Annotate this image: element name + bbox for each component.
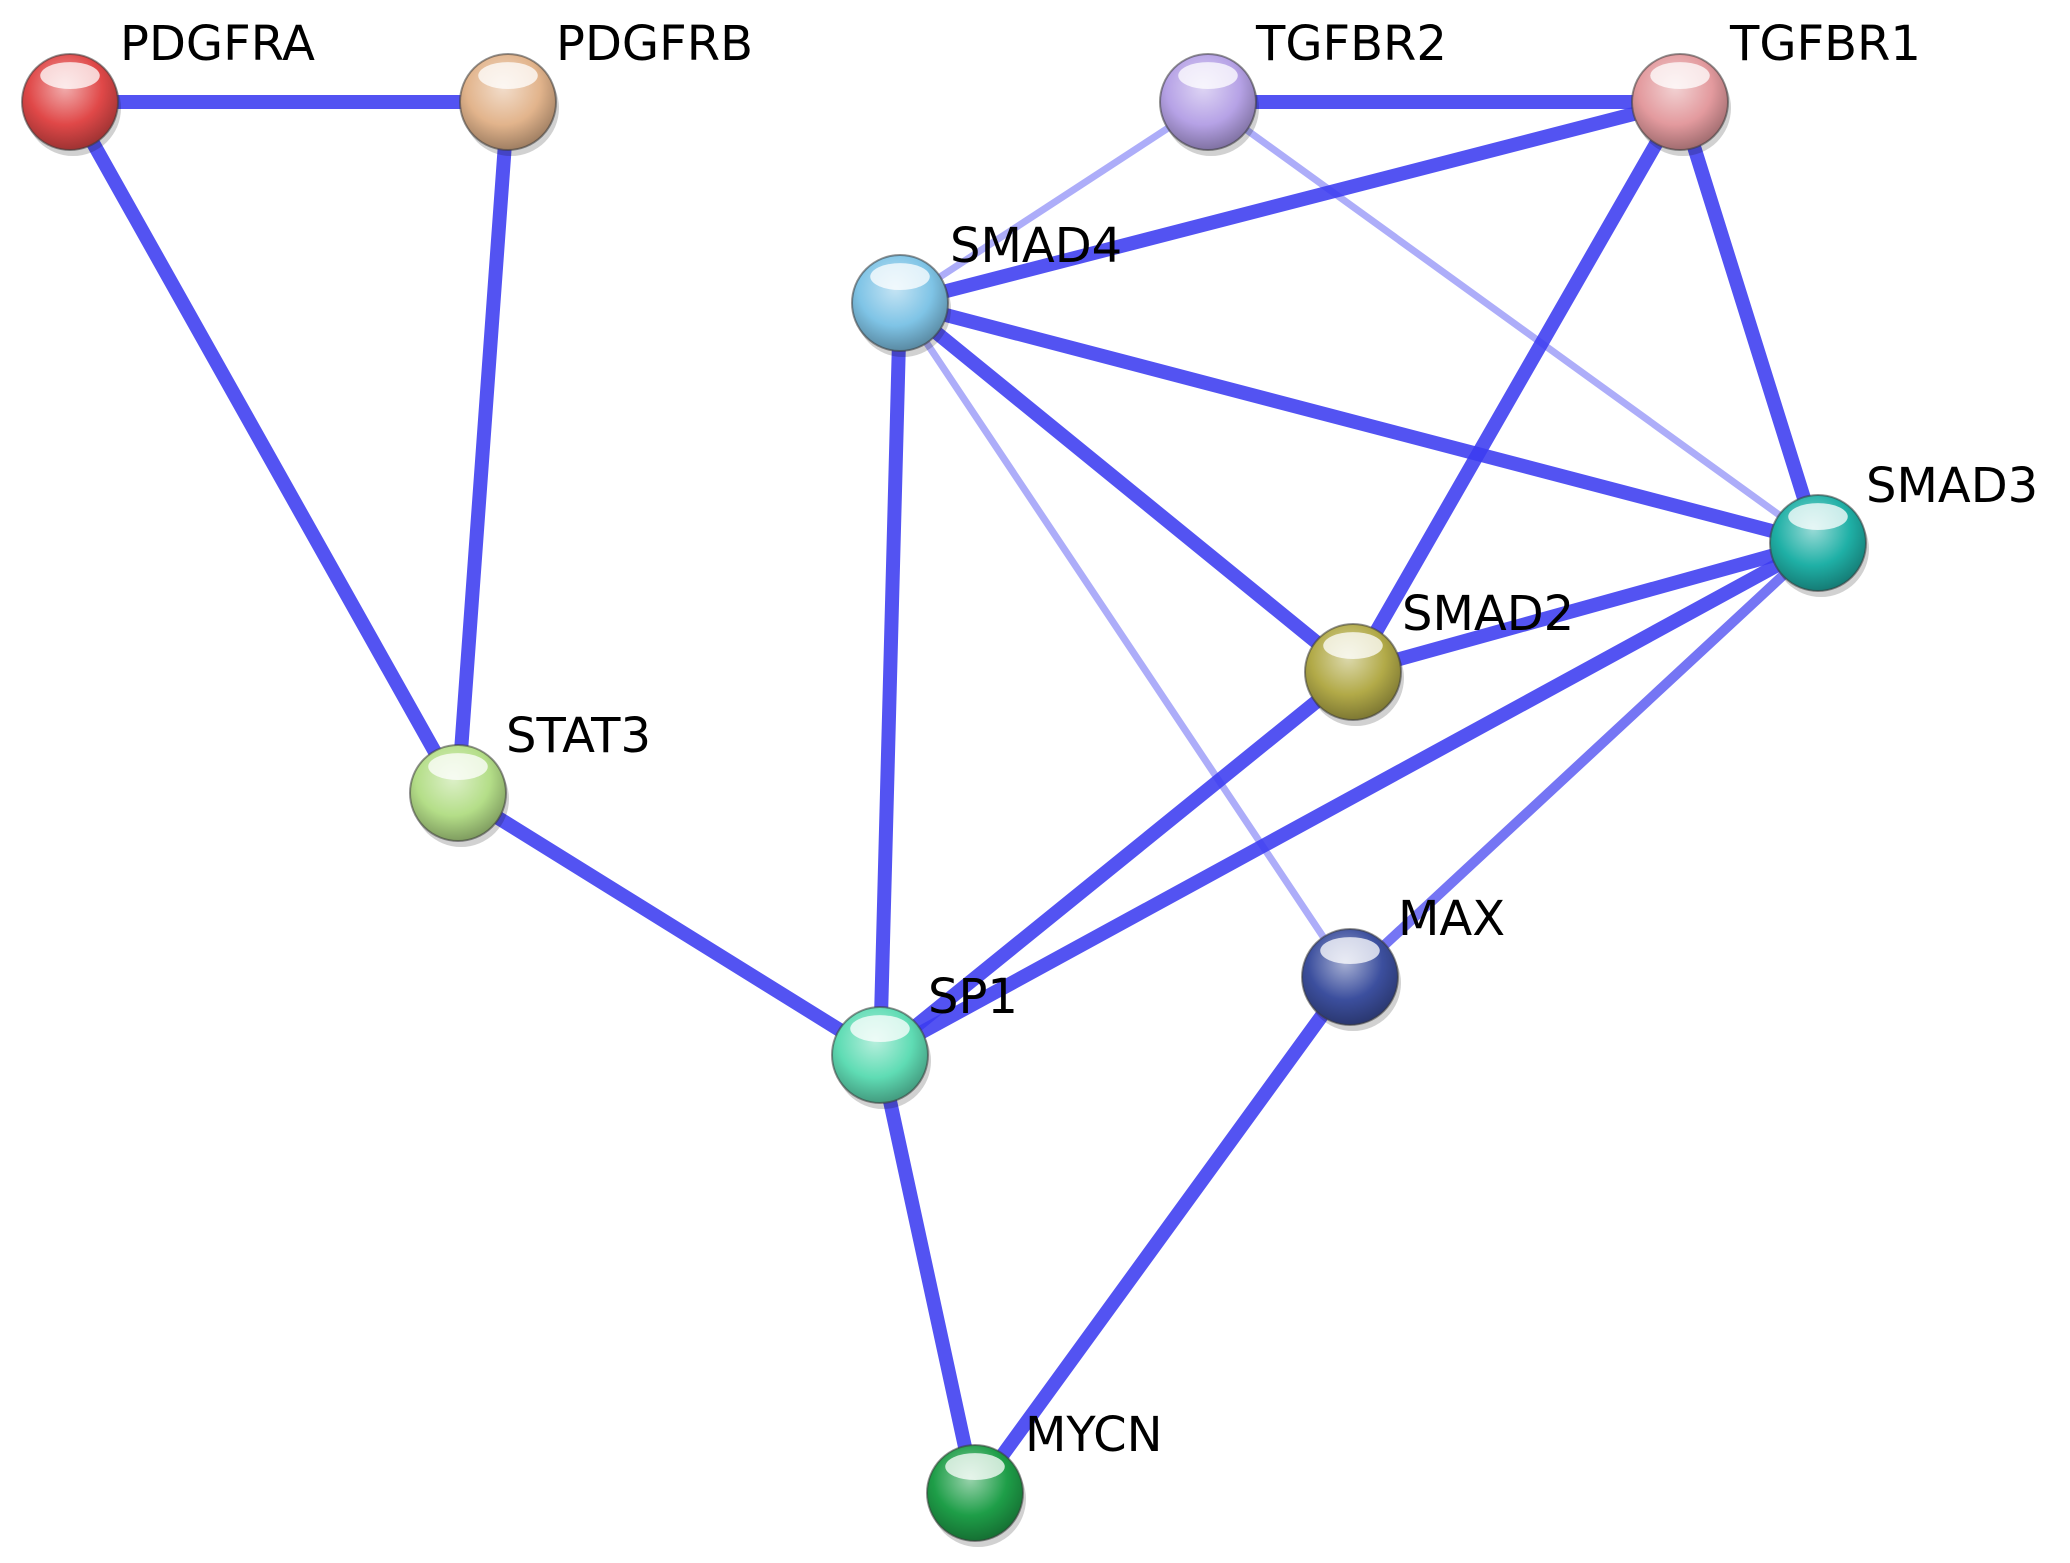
node-label-smad3: SMAD3 xyxy=(1866,458,2038,514)
edge-pdgfrb-stat3 xyxy=(451,95,515,800)
node-ring xyxy=(1769,494,1867,592)
node-label-mycn: MYCN xyxy=(1025,1407,1163,1463)
edge-tgfbr2-smad4 xyxy=(896,98,1212,307)
node-sp1[interactable] xyxy=(831,1006,931,1109)
node-gloss xyxy=(1178,62,1238,90)
node-gloss xyxy=(1788,503,1848,531)
labels-layer: PDGFRA PDGFRB TGFBR2 TGFBR1SMAD4SMAD3SMAD2S… xyxy=(120,16,2038,1463)
node-ring xyxy=(1159,53,1257,151)
edge-tgfbr1-smad4 xyxy=(893,95,1687,310)
node-label-smad4: SMAD4 xyxy=(950,218,1122,274)
node-gloss xyxy=(870,263,930,291)
node-label-pdgfrb: PDGFRB xyxy=(556,16,753,72)
edge-smad3-sp1 xyxy=(873,536,1825,1062)
node-smad3[interactable] xyxy=(1769,494,1869,597)
edge-tgfbr1-smad3 xyxy=(1673,95,1825,550)
node-gloss xyxy=(1650,62,1710,90)
node-ring xyxy=(459,53,557,151)
edge-pdgfra-stat3 xyxy=(63,95,465,800)
edge-max-mycn xyxy=(968,970,1357,1500)
node-label-tgfbr1: TGFBR1 xyxy=(1729,16,1921,72)
node-label-stat3: STAT3 xyxy=(506,708,651,764)
node-smad4[interactable] xyxy=(851,254,951,357)
node-gloss xyxy=(40,62,100,90)
node-label-pdgfra: PDGFRA xyxy=(120,16,315,72)
node-label-max: MAX xyxy=(1398,891,1505,947)
node-ring xyxy=(1301,928,1399,1026)
node-label-smad2: SMAD2 xyxy=(1402,586,1574,642)
edge-smad4-smad3 xyxy=(893,296,1825,550)
node-gloss xyxy=(1320,937,1380,965)
edge-smad3-smad2 xyxy=(1346,536,1825,679)
node-mycn[interactable] xyxy=(926,1444,1026,1547)
nodes-layer xyxy=(21,53,1869,1547)
edge-stat3-sp1 xyxy=(451,786,887,1062)
node-gloss xyxy=(945,1453,1005,1481)
node-tgfbr1[interactable] xyxy=(1631,53,1731,156)
node-ring xyxy=(21,53,119,151)
node-gloss xyxy=(478,62,538,90)
node-pdgfra[interactable] xyxy=(21,53,121,156)
node-ring xyxy=(926,1444,1024,1542)
node-gloss xyxy=(428,753,488,781)
edge-smad4-smad2 xyxy=(893,296,1360,679)
node-stat3[interactable] xyxy=(409,744,509,847)
node-ring xyxy=(1631,53,1729,151)
edge-tgfbr2-smad3 xyxy=(1204,98,1822,547)
edge-tgfbr1-smad2 xyxy=(1346,95,1687,679)
edge-smad4-max xyxy=(896,299,1354,981)
edge-sp1-mycn xyxy=(873,1048,982,1500)
node-ring xyxy=(1304,623,1402,721)
edge-smad2-sp1 xyxy=(873,665,1360,1062)
node-gloss xyxy=(850,1015,910,1043)
node-smad2[interactable] xyxy=(1304,623,1404,726)
edges-layer xyxy=(63,95,1825,1500)
edge-smad3-max xyxy=(1345,538,1823,982)
node-ring xyxy=(831,1006,929,1104)
node-ring xyxy=(851,254,949,352)
node-label-tgfbr2: TGFBR2 xyxy=(1255,16,1447,72)
node-label-sp1: SP1 xyxy=(928,969,1018,1025)
node-pdgfrb[interactable] xyxy=(459,53,559,156)
node-tgfbr2[interactable] xyxy=(1159,53,1259,156)
edge-smad4-sp1 xyxy=(873,296,907,1062)
node-max[interactable] xyxy=(1301,928,1401,1031)
node-gloss xyxy=(1323,632,1383,660)
node-ring xyxy=(409,744,507,842)
